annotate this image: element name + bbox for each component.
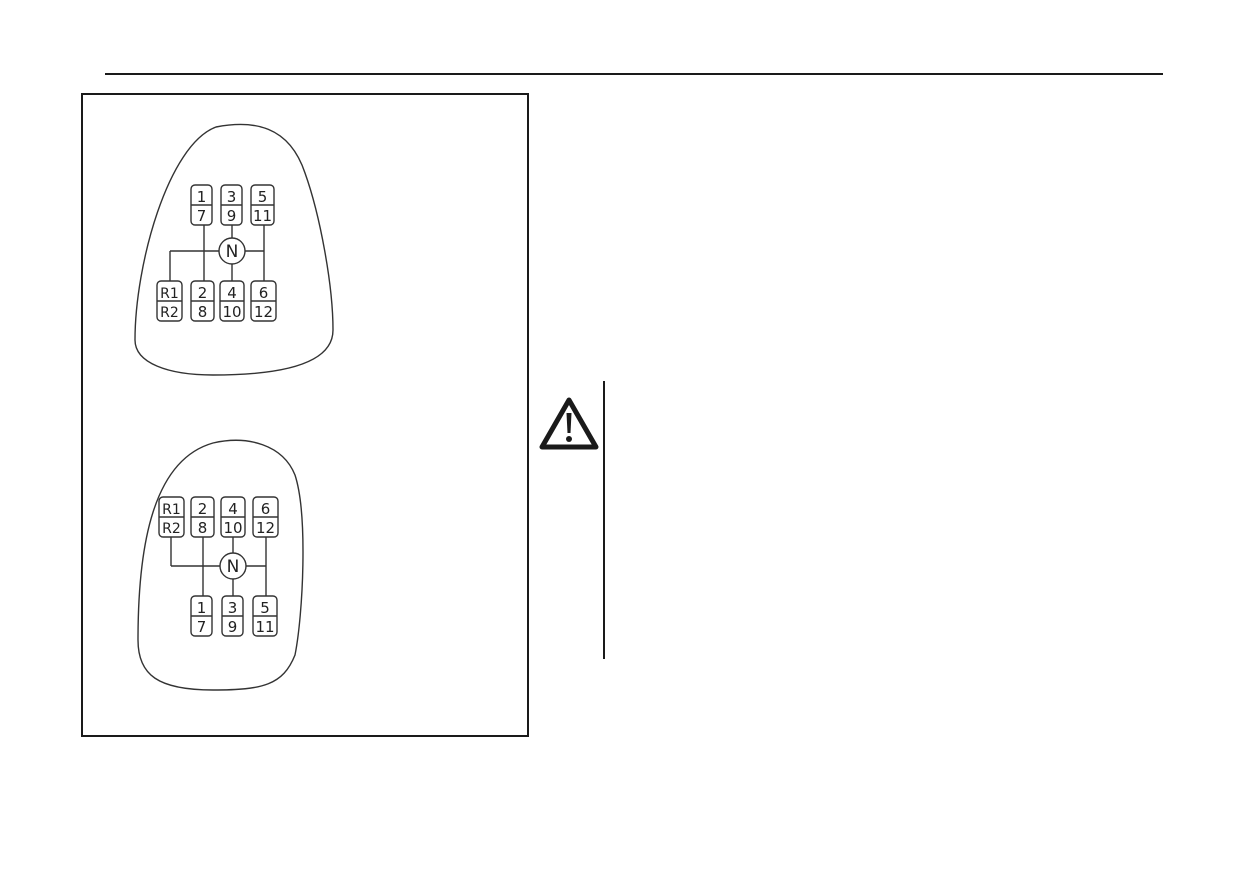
gear-label-lower: 11 <box>255 618 274 636</box>
gear-box: 2 8 <box>190 496 215 538</box>
gear-box: 3 9 <box>220 184 243 226</box>
gear-box: 6 12 <box>252 496 279 538</box>
gear-label-upper: 2 <box>198 500 208 518</box>
gear-label-upper: R1 <box>160 286 179 302</box>
upper-bottom-row: R1 R2 2 8 4 10 6 12 <box>156 280 277 322</box>
upper-knob-outline <box>134 123 334 376</box>
gear-label-lower: 10 <box>223 519 242 537</box>
shift-pattern-diagram: 1 7 3 9 5 11 N <box>134 123 334 691</box>
upper-pattern-lines <box>169 225 265 281</box>
gear-box: 3 9 <box>221 595 244 637</box>
warning-triangle-icon <box>538 396 600 452</box>
gear-label-lower: 12 <box>254 303 273 321</box>
lower-pattern-lines <box>170 537 267 596</box>
gear-label-lower: 9 <box>227 207 237 225</box>
gear-label-upper: 1 <box>197 188 207 206</box>
gear-label-lower: 7 <box>197 207 207 225</box>
gear-label-lower: 9 <box>228 618 238 636</box>
gear-label-upper: 4 <box>227 284 237 302</box>
gear-label-lower: R2 <box>160 305 179 321</box>
gear-label-upper: 4 <box>228 500 238 518</box>
gear-box: R1 R2 <box>158 496 185 538</box>
lower-neutral: N <box>219 552 247 580</box>
lower-top-row: R1 R2 2 8 4 10 6 12 <box>158 496 279 538</box>
gear-label-lower: 11 <box>253 207 272 225</box>
gear-box: 2 8 <box>190 280 215 322</box>
shift-pattern-figure: 1 7 3 9 5 11 N <box>81 93 529 737</box>
upper-top-row: 1 7 3 9 5 11 <box>190 184 275 226</box>
gear-label-lower: 10 <box>222 303 241 321</box>
gear-label-lower: 8 <box>198 519 208 537</box>
warning-side-bar <box>603 381 605 659</box>
gear-label-upper: 6 <box>261 500 271 518</box>
gear-box: 1 7 <box>190 184 213 226</box>
upper-neutral: N <box>218 237 246 265</box>
gear-box: 5 11 <box>250 184 275 226</box>
neutral-label: N <box>226 242 239 262</box>
lower-bottom-row: 1 7 3 9 5 11 <box>190 595 278 637</box>
gear-box: 6 12 <box>250 280 277 322</box>
gear-label-upper: 1 <box>197 599 207 617</box>
gear-label-lower: 7 <box>197 618 207 636</box>
gear-label-upper: R1 <box>162 502 181 518</box>
gear-label-upper: 2 <box>198 284 208 302</box>
gear-box: 4 10 <box>220 496 246 538</box>
neutral-label: N <box>227 557 240 577</box>
lower-knob-outline <box>137 439 304 691</box>
gear-label-upper: 3 <box>227 188 237 206</box>
gear-label-lower: 12 <box>256 519 275 537</box>
gear-box: R1 R2 <box>156 280 183 322</box>
gear-label-upper: 5 <box>260 599 270 617</box>
gear-box: 4 10 <box>219 280 245 322</box>
header-rule <box>105 73 1163 75</box>
gear-box: 1 7 <box>190 595 213 637</box>
gear-box: 5 11 <box>252 595 278 637</box>
gear-label-lower: R2 <box>162 521 181 537</box>
gear-label-upper: 6 <box>259 284 269 302</box>
gear-label-upper: 3 <box>228 599 238 617</box>
gear-label-upper: 5 <box>258 188 268 206</box>
gear-label-lower: 8 <box>198 303 208 321</box>
